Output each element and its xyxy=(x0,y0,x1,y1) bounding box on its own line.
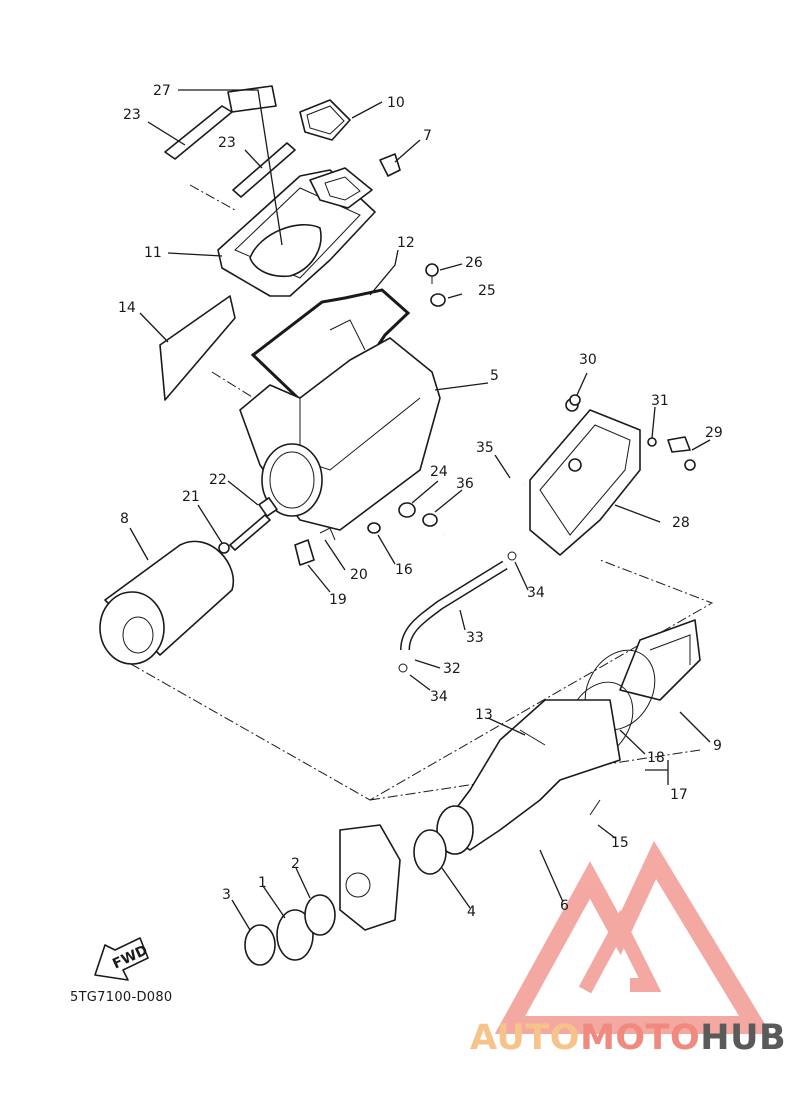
part-air-filter xyxy=(99,540,235,665)
part-hose-clip xyxy=(398,551,517,673)
callout-23b: 23 xyxy=(218,135,236,151)
part-bracket xyxy=(379,153,401,177)
part-seal xyxy=(164,105,296,198)
callout-18: 18 xyxy=(647,750,665,766)
part-long-bolt xyxy=(229,497,278,551)
callout-27: 27 xyxy=(153,83,171,99)
part-grommet xyxy=(294,539,315,566)
callout-4: 4 xyxy=(467,904,476,920)
callout-14: 14 xyxy=(118,300,136,316)
part-joint-1 xyxy=(276,909,314,961)
part-washer-31 xyxy=(647,437,657,447)
part-bolt-15 xyxy=(589,799,601,816)
callout-22: 22 xyxy=(209,472,227,488)
part-decal xyxy=(227,85,277,113)
callout-11: 11 xyxy=(144,245,162,261)
callout-3: 3 xyxy=(222,887,231,903)
part-cap xyxy=(299,99,351,141)
part-reed-cage xyxy=(619,619,701,701)
callout-17: 17 xyxy=(670,787,688,803)
callout-numbers: 1 2 3 4 5 6 7 8 9 10 11 12 13 14 15 16 1… xyxy=(118,83,723,920)
callout-26: 26 xyxy=(465,255,483,271)
fwd-arrow-icon: FWD xyxy=(94,937,150,981)
callout-28: 28 xyxy=(672,515,690,531)
callout-31: 31 xyxy=(651,393,669,409)
part-clamp-2 xyxy=(304,894,336,936)
part-clip xyxy=(319,527,336,541)
watermark-logo xyxy=(494,840,771,1034)
leader-lines xyxy=(129,89,711,931)
part-plate xyxy=(159,295,236,401)
part-joint-36 xyxy=(422,513,438,527)
callout-34b: 34 xyxy=(430,689,448,705)
callout-30: 30 xyxy=(579,352,597,368)
callout-19: 19 xyxy=(329,592,347,608)
callout-12: 12 xyxy=(397,235,415,251)
part-washer-16 xyxy=(367,522,381,534)
part-clamp-3 xyxy=(244,924,276,966)
part-screw xyxy=(569,394,581,406)
watermark-brand: AUTOMOTOHUB xyxy=(470,1018,786,1058)
callout-10: 10 xyxy=(387,95,405,111)
callout-34a: 34 xyxy=(527,585,545,601)
callout-8: 8 xyxy=(120,511,129,527)
callout-24: 24 xyxy=(430,464,448,480)
callout-32: 32 xyxy=(443,661,461,677)
callout-2: 2 xyxy=(291,856,300,872)
callout-25: 25 xyxy=(478,283,496,299)
part-bolt-13 xyxy=(519,729,546,746)
callout-9: 9 xyxy=(713,738,722,754)
part-collar xyxy=(430,293,446,307)
part-bolt xyxy=(425,263,439,284)
callout-29: 29 xyxy=(705,425,723,441)
watermark-part1: AUTO xyxy=(470,1018,581,1058)
callout-35: 35 xyxy=(476,440,494,456)
callout-23a: 23 xyxy=(123,107,141,123)
part-drain-hose xyxy=(400,560,508,651)
watermark-part2: MOTO xyxy=(580,1018,701,1058)
part-air-joint xyxy=(436,699,621,855)
part-breather-case xyxy=(529,398,641,556)
part-screw-29 xyxy=(667,436,696,471)
part-hose xyxy=(443,482,527,550)
part-washer xyxy=(218,542,230,554)
callout-33: 33 xyxy=(466,630,484,646)
callout-5: 5 xyxy=(490,368,499,384)
part-grommet-24 xyxy=(398,502,416,518)
callout-6: 6 xyxy=(560,898,569,914)
callout-36: 36 xyxy=(456,476,474,492)
part-air-box-cover xyxy=(217,167,376,297)
callout-16: 16 xyxy=(395,562,413,578)
watermark-part3: HUB xyxy=(700,1018,787,1058)
callout-15: 15 xyxy=(611,835,629,851)
callout-21: 21 xyxy=(182,489,200,505)
callout-1: 1 xyxy=(258,875,267,891)
part-carburetor xyxy=(339,824,401,931)
part-air-box xyxy=(239,319,441,531)
part-clamp-4 xyxy=(413,829,447,875)
diagram-code: 5TG7100-D080 xyxy=(70,990,173,1005)
callout-7: 7 xyxy=(423,128,432,144)
callout-20: 20 xyxy=(350,567,368,583)
callout-13: 13 xyxy=(475,707,493,723)
